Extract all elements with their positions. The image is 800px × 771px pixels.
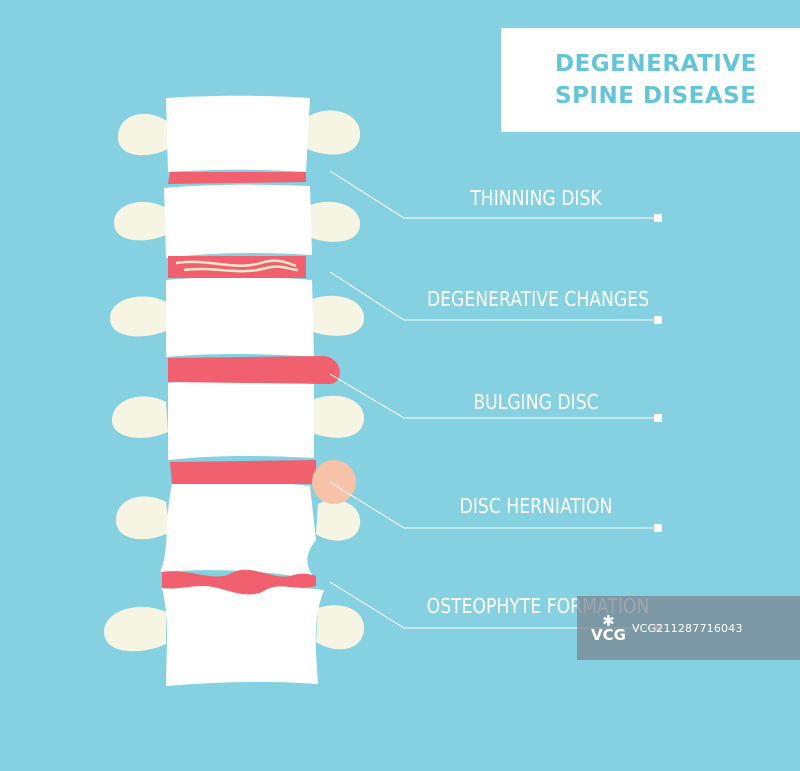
leader-endpoints bbox=[654, 214, 662, 632]
label-thinning-disk: THINNING DISK bbox=[470, 186, 602, 210]
label-disc-herniation: DISC HERNIATION bbox=[459, 494, 613, 518]
label-degenerative-changes: DEGENERATIVE CHANGES bbox=[426, 287, 650, 311]
watermark: ✱ VCG VCG211287716043 bbox=[577, 596, 800, 660]
title-line-1: DEGENERATIVE bbox=[555, 51, 757, 77]
watermark-logo-text: VCG bbox=[591, 626, 626, 644]
label-bulging-disc: BULGING DISC bbox=[473, 390, 599, 414]
intervertebral-discs bbox=[162, 172, 340, 595]
vertebral-bodies bbox=[160, 95, 324, 686]
transverse-processes bbox=[104, 110, 365, 652]
title-line-2: SPINE DISEASE bbox=[555, 83, 757, 109]
title-box: DEGENERATIVE SPINE DISEASE bbox=[501, 28, 800, 132]
watermark-id: VCG211287716043 bbox=[631, 621, 743, 635]
leader-lines bbox=[329, 170, 658, 629]
watermark-logo: ✱ VCG bbox=[591, 612, 626, 644]
watermark-logo-icon: ✱ bbox=[602, 612, 615, 630]
herniation-bulge bbox=[312, 460, 356, 504]
